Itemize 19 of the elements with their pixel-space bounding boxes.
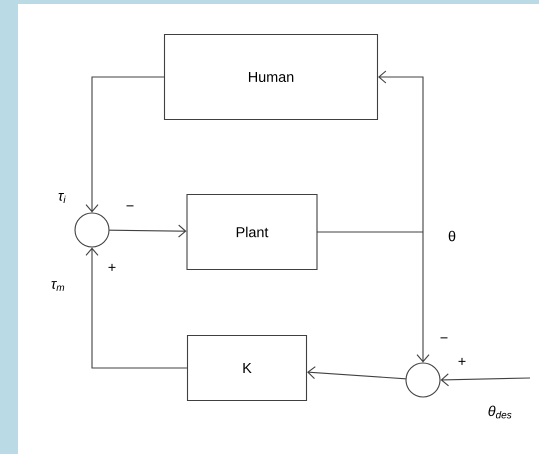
summing-junction	[405, 362, 441, 398]
signal-label: τ$_{m}$	[50, 280, 66, 292]
summing-junction	[74, 212, 110, 248]
arrow	[440, 373, 530, 386]
arrow	[86, 76, 164, 212]
sign-label: +	[458, 358, 466, 365]
block-box: Human	[164, 34, 378, 120]
signal-label: τ$_{i}$	[56, 192, 68, 204]
sign-label: −	[126, 205, 134, 206]
sign-label: +	[108, 264, 116, 271]
arrow	[110, 224, 186, 238]
signal-label: θ$_{des}$	[486, 404, 514, 420]
arrow	[86, 248, 187, 369]
arrow	[307, 366, 406, 380]
sign-label: θ	[448, 230, 456, 242]
sign-label: −	[440, 337, 448, 338]
block-box: Plant	[186, 194, 318, 270]
block-box: K	[186, 334, 308, 402]
arrow	[318, 231, 430, 362]
